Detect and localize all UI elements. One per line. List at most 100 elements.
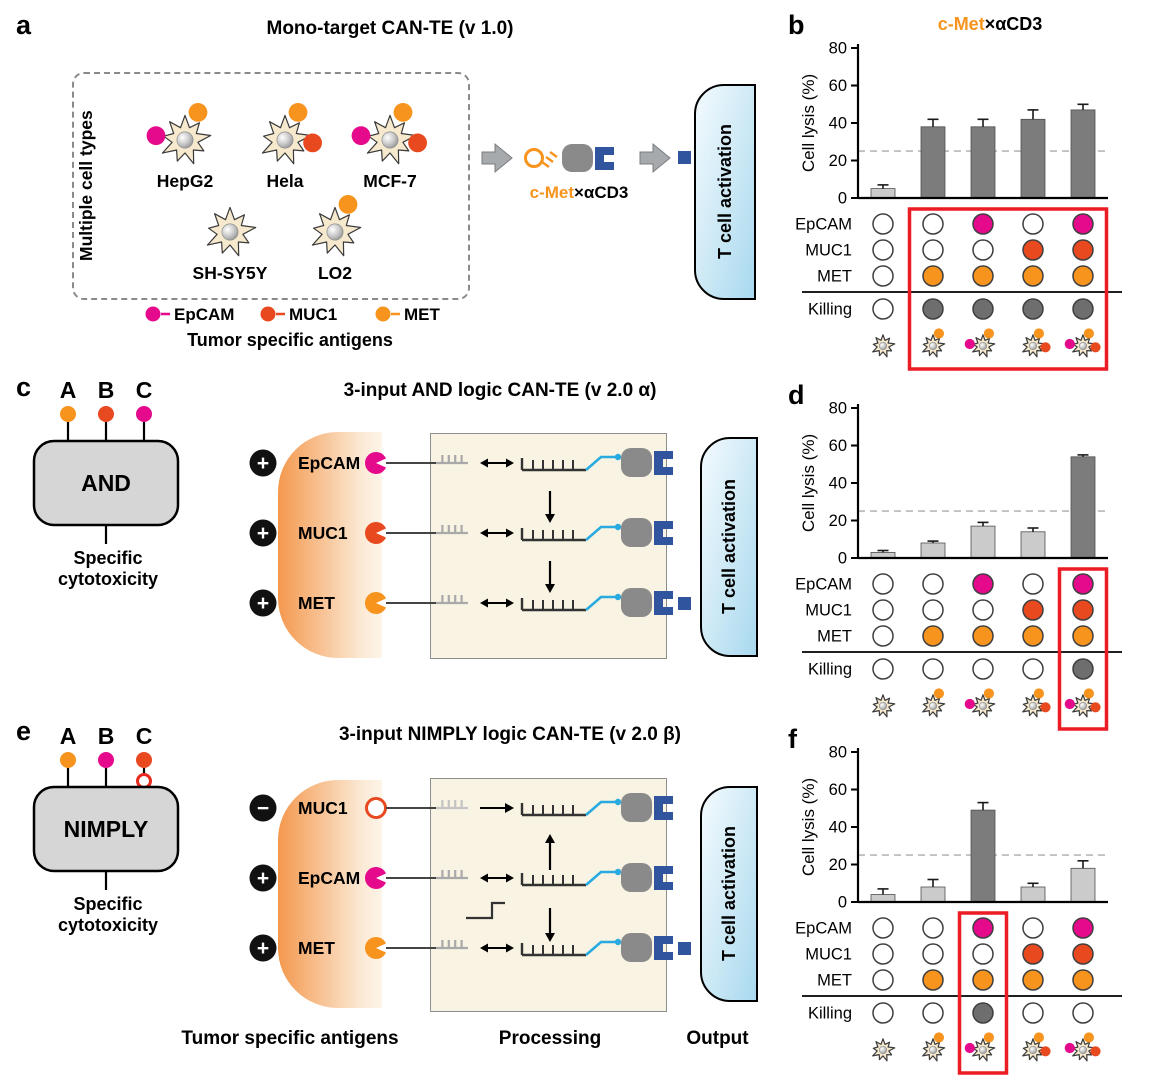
t-cell-activation-label: T cell activation (714, 124, 735, 260)
panel-b-letter: b (788, 10, 805, 40)
bar (970, 525, 996, 559)
legend-dot (260, 306, 276, 322)
antigen-dot (146, 126, 166, 146)
y-axis-label: Cell lysis (%) (799, 74, 818, 172)
antigen-state-dot (922, 599, 944, 621)
antigen-dot (1064, 1042, 1075, 1054)
antigen-label: EpCAM (298, 868, 360, 888)
antigen-dot (408, 133, 427, 153)
chart-b-title-head: c-Met (937, 14, 985, 34)
killing-state-dot (1022, 658, 1044, 680)
antigen-state-dot (872, 917, 894, 939)
killing-row-label: Killing (808, 661, 852, 679)
cell-icon (1064, 328, 1101, 358)
output-effector-icon (621, 863, 652, 892)
killing-state-dot (1072, 298, 1094, 320)
bar (920, 886, 946, 903)
antigen-dot (1090, 702, 1101, 713)
output-effector-icon (621, 448, 652, 477)
antigen-dot (1040, 1046, 1051, 1057)
antigen-dot (1033, 328, 1044, 339)
sign-icon (249, 449, 277, 477)
gate-input-dot (136, 752, 152, 768)
legend-label: EpCAM (174, 305, 234, 324)
killing-state-dot (1022, 298, 1044, 320)
sign-icon (249, 519, 277, 547)
antigen-state-dot (1072, 213, 1094, 235)
bar (870, 188, 896, 199)
antigen-state-dot (1022, 943, 1044, 965)
gate-input-label: B (98, 723, 115, 749)
antigen-dot (983, 328, 994, 339)
antigen-state-dot (1072, 943, 1094, 965)
chart-b-title: c-Met×αCD3 (855, 14, 1125, 35)
cell-icon (206, 206, 257, 257)
antigen-row-label: EpCAM (795, 576, 852, 594)
antigen-state-dot (922, 265, 944, 287)
e-gate-caption: Specific cytotoxicity (57, 894, 159, 935)
svg-text:+: + (257, 937, 269, 960)
output-strand (585, 595, 616, 611)
y-tick-label: 0 (838, 190, 847, 208)
antigen-row-label: EpCAM (795, 920, 852, 938)
killing-state-dot (972, 658, 994, 680)
antigen-dot (1090, 1046, 1101, 1057)
reversible-arrow-icon (480, 528, 488, 538)
antigen-state-dot (972, 239, 994, 261)
flow-arrow-icon (481, 142, 513, 174)
antigen-state-dot (922, 239, 944, 261)
cell-name: SH-SY5Y (193, 263, 268, 283)
c-gate-caption: Specific cytotoxicity (57, 548, 159, 589)
bar (970, 809, 996, 903)
antigen-state-dot (1022, 625, 1044, 647)
antigen-dot (1033, 688, 1044, 699)
e-circuit-diagram: −MUC1+EpCAM+MET (249, 793, 691, 962)
acd3-clamp-icon (654, 936, 673, 960)
antigen-state-dot (1022, 213, 1044, 235)
gate-input-label: C (136, 723, 153, 749)
output-effector-icon (621, 933, 652, 962)
acd3-clamp-icon (654, 591, 673, 615)
cell-icon (922, 1032, 946, 1062)
cell-icon (1064, 1032, 1101, 1062)
t-cell-activation-box: T cell activation (694, 84, 756, 300)
panel-c-title: 3-input AND logic CAN-TE (v 2.0 α) (343, 380, 657, 401)
molecule-label: c-Met×αCD3 (530, 183, 629, 202)
antigen-row-label: MET (817, 268, 852, 286)
antigen-state-dot (872, 599, 894, 621)
antigen-state-dot (1022, 265, 1044, 287)
antigen-dot (1064, 698, 1075, 710)
antigen-dot (933, 328, 944, 339)
panel-d-letter: d (788, 380, 805, 410)
sign-icon (249, 864, 277, 892)
antigen-state-dot (1072, 969, 1094, 991)
bar (1020, 531, 1046, 559)
acd3-clamp-icon (654, 796, 673, 820)
antigen-state-dot (972, 599, 994, 621)
cell-types-box (72, 72, 470, 300)
y-tick-label: 40 (829, 115, 847, 133)
y-tick-label: 0 (838, 550, 847, 568)
bar (1070, 456, 1096, 559)
panel-e-title: 3-input NIMPLY logic CAN-TE (v 2.0 β) (338, 724, 682, 745)
output-strand (585, 800, 616, 816)
svg-text:+: + (257, 867, 269, 890)
antigen-dot (1040, 702, 1051, 713)
y-tick-label: 80 (829, 400, 847, 418)
panel-f-letter: f (788, 724, 797, 754)
y-tick-label: 40 (829, 475, 847, 493)
antigen-dot (1083, 1032, 1094, 1043)
antigen-state-dot (872, 265, 894, 287)
antigen-dot (1064, 338, 1075, 350)
antigen-state-dot (972, 917, 994, 939)
killing-state-dot (872, 298, 894, 320)
reversible-arrow-icon (480, 458, 488, 468)
e-antigen-panel (278, 780, 382, 1008)
receptor-icon (365, 797, 387, 819)
panel-a-title: Mono-target CAN-TE (v 1.0) (266, 18, 514, 39)
cell-name: HepG2 (157, 171, 214, 191)
not-bubble-icon (136, 773, 152, 789)
